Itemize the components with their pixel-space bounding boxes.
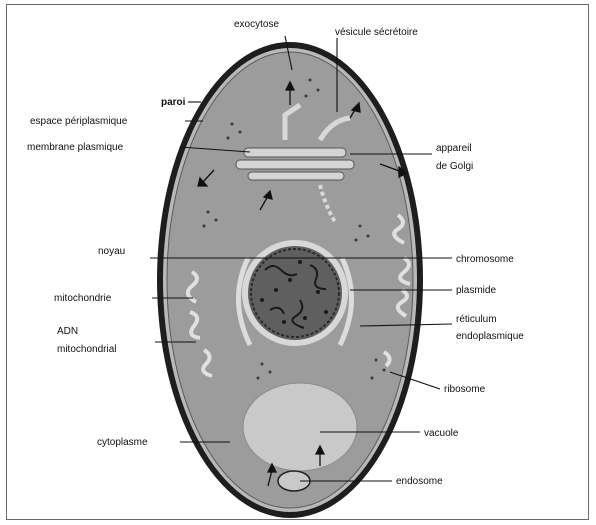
label-chromosome: chromosome	[456, 254, 514, 265]
label-mito-dna-1: ADN	[57, 326, 78, 337]
label-mito-dna-2: mitochondrial	[57, 344, 116, 355]
label-golgi-2: de Golgi	[436, 161, 473, 172]
label-mitochondria: mitochondrie	[54, 293, 112, 304]
label-er-1: réticulum	[456, 314, 497, 325]
label-nucleus: noyau	[98, 246, 125, 257]
label-er-2: endoplasmique	[456, 331, 524, 342]
golgi-apparatus	[236, 148, 354, 180]
label-vacuole: vacuole	[424, 428, 459, 439]
label-cytoplasm: cytoplasme	[97, 437, 148, 448]
label-secretory-vesicle: vésicule sécrétoire	[335, 27, 418, 38]
label-endosome: endosome	[396, 476, 443, 487]
label-golgi-1: appareil	[436, 143, 472, 154]
label-ribosome: ribosome	[444, 384, 486, 395]
label-cell-wall: paroi	[161, 97, 186, 108]
vacuole-shape	[243, 383, 357, 471]
label-periplasmic-space: espace périplasmique	[30, 116, 128, 127]
label-plasmid: plasmide	[456, 285, 496, 296]
label-exocytose: exocytose	[234, 19, 279, 30]
label-plasma-membrane: membrane plasmique	[27, 142, 124, 153]
